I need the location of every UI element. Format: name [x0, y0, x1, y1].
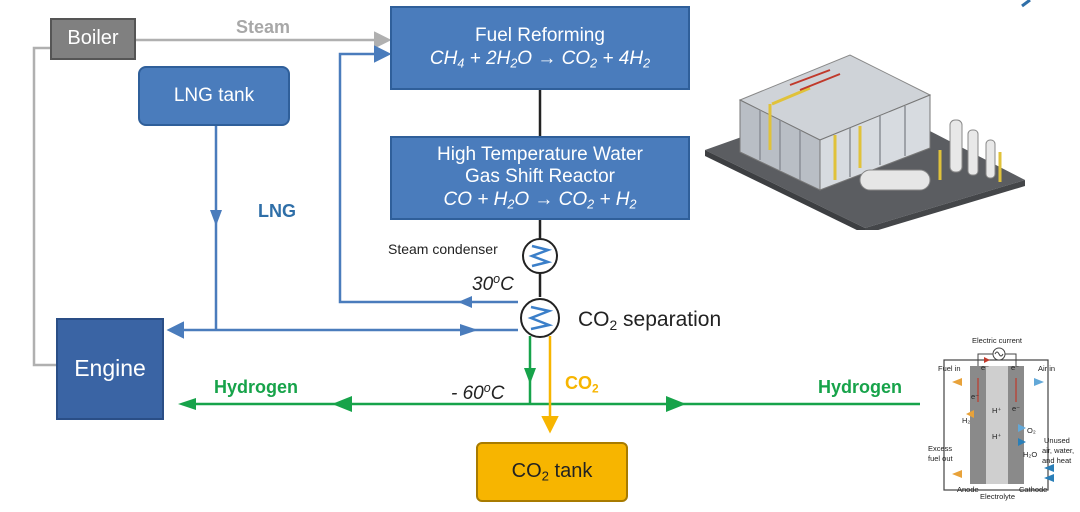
temp-30-label: 30oC [472, 272, 514, 295]
fuel-cell-o2: O₂ [1027, 426, 1036, 435]
hydrogen-right-arrow [666, 396, 686, 412]
fuel-reforming-title: Fuel Reforming [475, 25, 605, 47]
fuel-cell-unused-2: air, water, [1042, 446, 1075, 455]
shift-reactor-line1: High Temperature Water [437, 143, 643, 165]
fuel-cell-e-minus-4: e⁻ [1012, 404, 1021, 413]
steam-condenser-icon [522, 238, 558, 274]
shift-reactor-box: High Temperature Water Gas Shift Reactor… [390, 136, 690, 220]
co2-tank-box: CO2 tank [476, 442, 628, 502]
fuel-cell-drawing [943, 347, 1054, 491]
hydrogen-left-label: Hydrogen [214, 377, 299, 397]
fuel-cell-diagram: Electric current Fuel in Air in e⁻ e⁻ e⁻… [926, 332, 1080, 512]
fuel-cell-air-in: Air in [1038, 364, 1056, 373]
fuel-cell-fuel-in: Fuel in [938, 364, 961, 373]
fuel-cell-e-minus-2: e⁻ [1011, 363, 1020, 372]
recycle-loop-line [338, 45, 518, 304]
boiler-label: Boiler [67, 27, 119, 50]
lng-flow-label: LNG [258, 201, 296, 221]
hydrogen-right-label: Hydrogen [818, 377, 903, 397]
engine-label: Engine [74, 355, 146, 382]
recycle-loop-arrow [458, 296, 472, 308]
temp-minus60-label: - 60oC [451, 381, 505, 404]
fuel-cell-h2o: H₂O [1023, 450, 1038, 459]
hydrogen-left-arrow [332, 396, 352, 412]
boiler-box: Boiler [50, 18, 136, 60]
steam-condenser-label: Steam condenser [388, 241, 498, 257]
fuel-reforming-box: Fuel Reforming CH4 + 2H2O → CO2 + 4H2 [390, 6, 690, 90]
lng-tank-box: LNG tank [138, 66, 290, 126]
hydrogen-down-arrow [524, 368, 536, 384]
hydrogen-plant-illustration [705, 54, 1025, 230]
engine-box: Engine [56, 318, 164, 420]
co2-separation-label: CO2 separation [578, 308, 722, 333]
lng-tank-label: LNG tank [173, 84, 255, 106]
shift-reactor-equation: CO + H2O → CO2 + H2 [443, 188, 637, 212]
co2-separation-icon [520, 298, 560, 338]
fuel-cell-h-plus-1: H⁺ [992, 406, 1002, 415]
co2-tank-label: CO2 tank [511, 459, 593, 484]
fuel-reforming-equation: CH4 + 2H2O → CO2 + 4H2 [429, 47, 651, 71]
co2-flow-label: CO2 [565, 373, 599, 396]
fuel-cell-excess-fuel-1: Excess [928, 444, 953, 453]
hydrogen-left-end-arrow [178, 398, 196, 410]
fuel-cell-unused-3: and heat [1042, 456, 1072, 465]
corner-accent [1021, 0, 1031, 8]
fuel-cell-electrolyte: Electrolyte [980, 492, 1016, 501]
fuel-cell-h-plus-2: H⁺ [992, 432, 1002, 441]
fuel-cell-electric-current: Electric current [972, 336, 1023, 345]
fuel-cell-h2: H₂ [962, 416, 971, 425]
fuel-cell-e-minus-3: e⁻ [971, 392, 980, 401]
fuel-cell-excess-fuel-2: fuel out [928, 454, 953, 463]
shift-reactor-line2: Gas Shift Reactor [465, 166, 615, 188]
fuel-cell-cathode: Cathode [1019, 485, 1048, 494]
fuel-cell-e-minus-1: e⁻ [981, 363, 990, 372]
fuel-cell-unused-1: Unused [1044, 436, 1070, 445]
boiler-engine-line [32, 46, 56, 367]
steam-flow-label: Steam [236, 17, 291, 37]
lng-flow-arrow [210, 210, 222, 226]
separation-inlet-arrow [460, 324, 478, 336]
fuel-cell-anode: Anode [957, 485, 979, 494]
